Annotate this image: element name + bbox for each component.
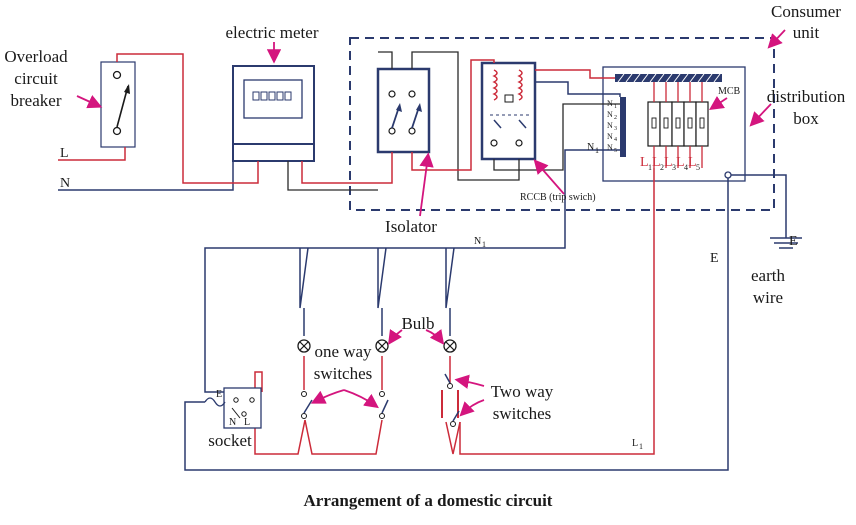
bulb-1	[297, 339, 311, 353]
two-way-switch-top	[444, 373, 453, 389]
earth-wiring	[184, 174, 802, 471]
mcb-output-sub-4: 4	[684, 163, 688, 172]
two-way-switches-label-line2: switches	[493, 404, 552, 423]
distribution-box-label-line1: distribution	[767, 87, 846, 106]
electric-meter-label: electric meter	[226, 23, 319, 42]
busbar-hatch	[617, 73, 721, 83]
one-way-switches-label-line2: switches	[314, 364, 373, 383]
mcb-output-sub-3: 3	[672, 163, 676, 172]
socket-label: socket	[208, 431, 252, 450]
socket-e-label: E	[216, 389, 222, 400]
supply-wiring	[58, 51, 621, 191]
mcb-output-label-5: L	[688, 155, 697, 170]
neutral-bar-label-3: N	[607, 121, 613, 130]
bulb-label: Bulb	[401, 314, 434, 333]
consumer-unit-label-line2: unit	[793, 23, 820, 42]
rccb-label: RCCB (trip swich)	[520, 192, 596, 203]
mcb-output-label-3: L	[664, 155, 673, 170]
one-way-switch-1	[301, 391, 313, 419]
earth-terminal-label: E	[789, 234, 798, 249]
neutral-bar-sub-5: 5	[614, 148, 617, 154]
mcb-label: MCB	[718, 86, 741, 97]
two-way-switch-bottom	[450, 410, 460, 427]
mcb-output-sub-1: 1	[648, 163, 652, 172]
distribution-box	[602, 66, 746, 182]
neutral-in-label: N	[60, 176, 70, 191]
neutral-bar-label-1: N	[607, 99, 613, 108]
neutral-n1-sub: 1	[482, 240, 486, 249]
neutral-bar-label-2: N	[607, 110, 613, 119]
mcb-output-sub-2: 2	[660, 163, 664, 172]
overload-label-line1: Overload	[4, 47, 68, 66]
dist-n1-label: N 1	[587, 142, 599, 155]
overload-breaker-label: Overload circuit breaker	[4, 47, 68, 110]
mcb-outputs	[653, 146, 703, 168]
socket-l-label: L	[244, 417, 250, 428]
earth-wire-label-line1: earth	[751, 266, 785, 285]
live-l1-sub: 1	[639, 442, 643, 451]
neutral-bar-sub-2: 2	[614, 115, 617, 121]
consumer-unit-boundary	[349, 37, 775, 211]
one-way-switch-2	[379, 391, 389, 419]
rccb	[480, 61, 537, 161]
neutral-n1-text: N	[474, 236, 481, 247]
mcb-output-labels: L L L L L 1 2 3 4 5	[640, 155, 700, 172]
dist-n1-sub: 1	[595, 146, 599, 155]
one-way-switches-label-line1: one way	[314, 342, 372, 361]
overload-breaker	[100, 61, 136, 148]
household-wiring	[204, 149, 655, 455]
figure-caption: Arrangement of a domestic circuit	[304, 491, 553, 510]
overload-label-line2: circuit	[14, 69, 58, 88]
neutral-bar-labels: N N N N N 1 2 3 4 5	[607, 99, 617, 154]
neutral-bar	[620, 97, 626, 157]
neutral-n1-label: N 1	[474, 236, 486, 249]
neutral-bar-sub-3: 3	[614, 126, 617, 132]
two-way-switches-label-line1: Two way	[491, 382, 554, 401]
mcb-output-label-4: L	[676, 155, 685, 170]
mcb-output-label-2: L	[652, 155, 661, 170]
dist-n1-text: N	[587, 142, 594, 153]
meter-digits	[252, 91, 292, 101]
mcb-bus-links	[653, 82, 703, 102]
mcb-output-label-1: L	[640, 155, 649, 170]
live-l1-text: L	[632, 438, 638, 449]
neutral-bar-label-4: N	[607, 132, 613, 141]
isolator-label: Isolator	[385, 217, 437, 236]
neutral-bar-sub-4: 4	[614, 137, 617, 143]
neutral-bar-label-5: N	[607, 143, 613, 152]
distribution-box-label-line2: box	[793, 109, 819, 128]
earth-line-label: E	[710, 251, 719, 266]
electric-meter	[232, 65, 315, 162]
earth-wire-label-line2: wire	[753, 288, 783, 307]
overload-label-line3: breaker	[11, 91, 62, 110]
consumer-unit-label-line1: Consumer	[771, 2, 841, 21]
bulb-3	[443, 339, 457, 353]
neutral-bar-sub-1: 1	[614, 104, 617, 110]
live-l1-label: L 1	[632, 438, 643, 451]
bulb-2	[375, 339, 389, 353]
live-in-label: L	[60, 146, 69, 161]
isolator-switch	[376, 67, 431, 154]
annotation-arrows	[76, 29, 786, 417]
mcb-bank	[647, 101, 709, 147]
socket-n-label: N	[229, 417, 236, 428]
socket	[204, 387, 262, 429]
earth-terminal	[724, 171, 732, 179]
mcb-output-sub-5: 5	[696, 163, 700, 172]
